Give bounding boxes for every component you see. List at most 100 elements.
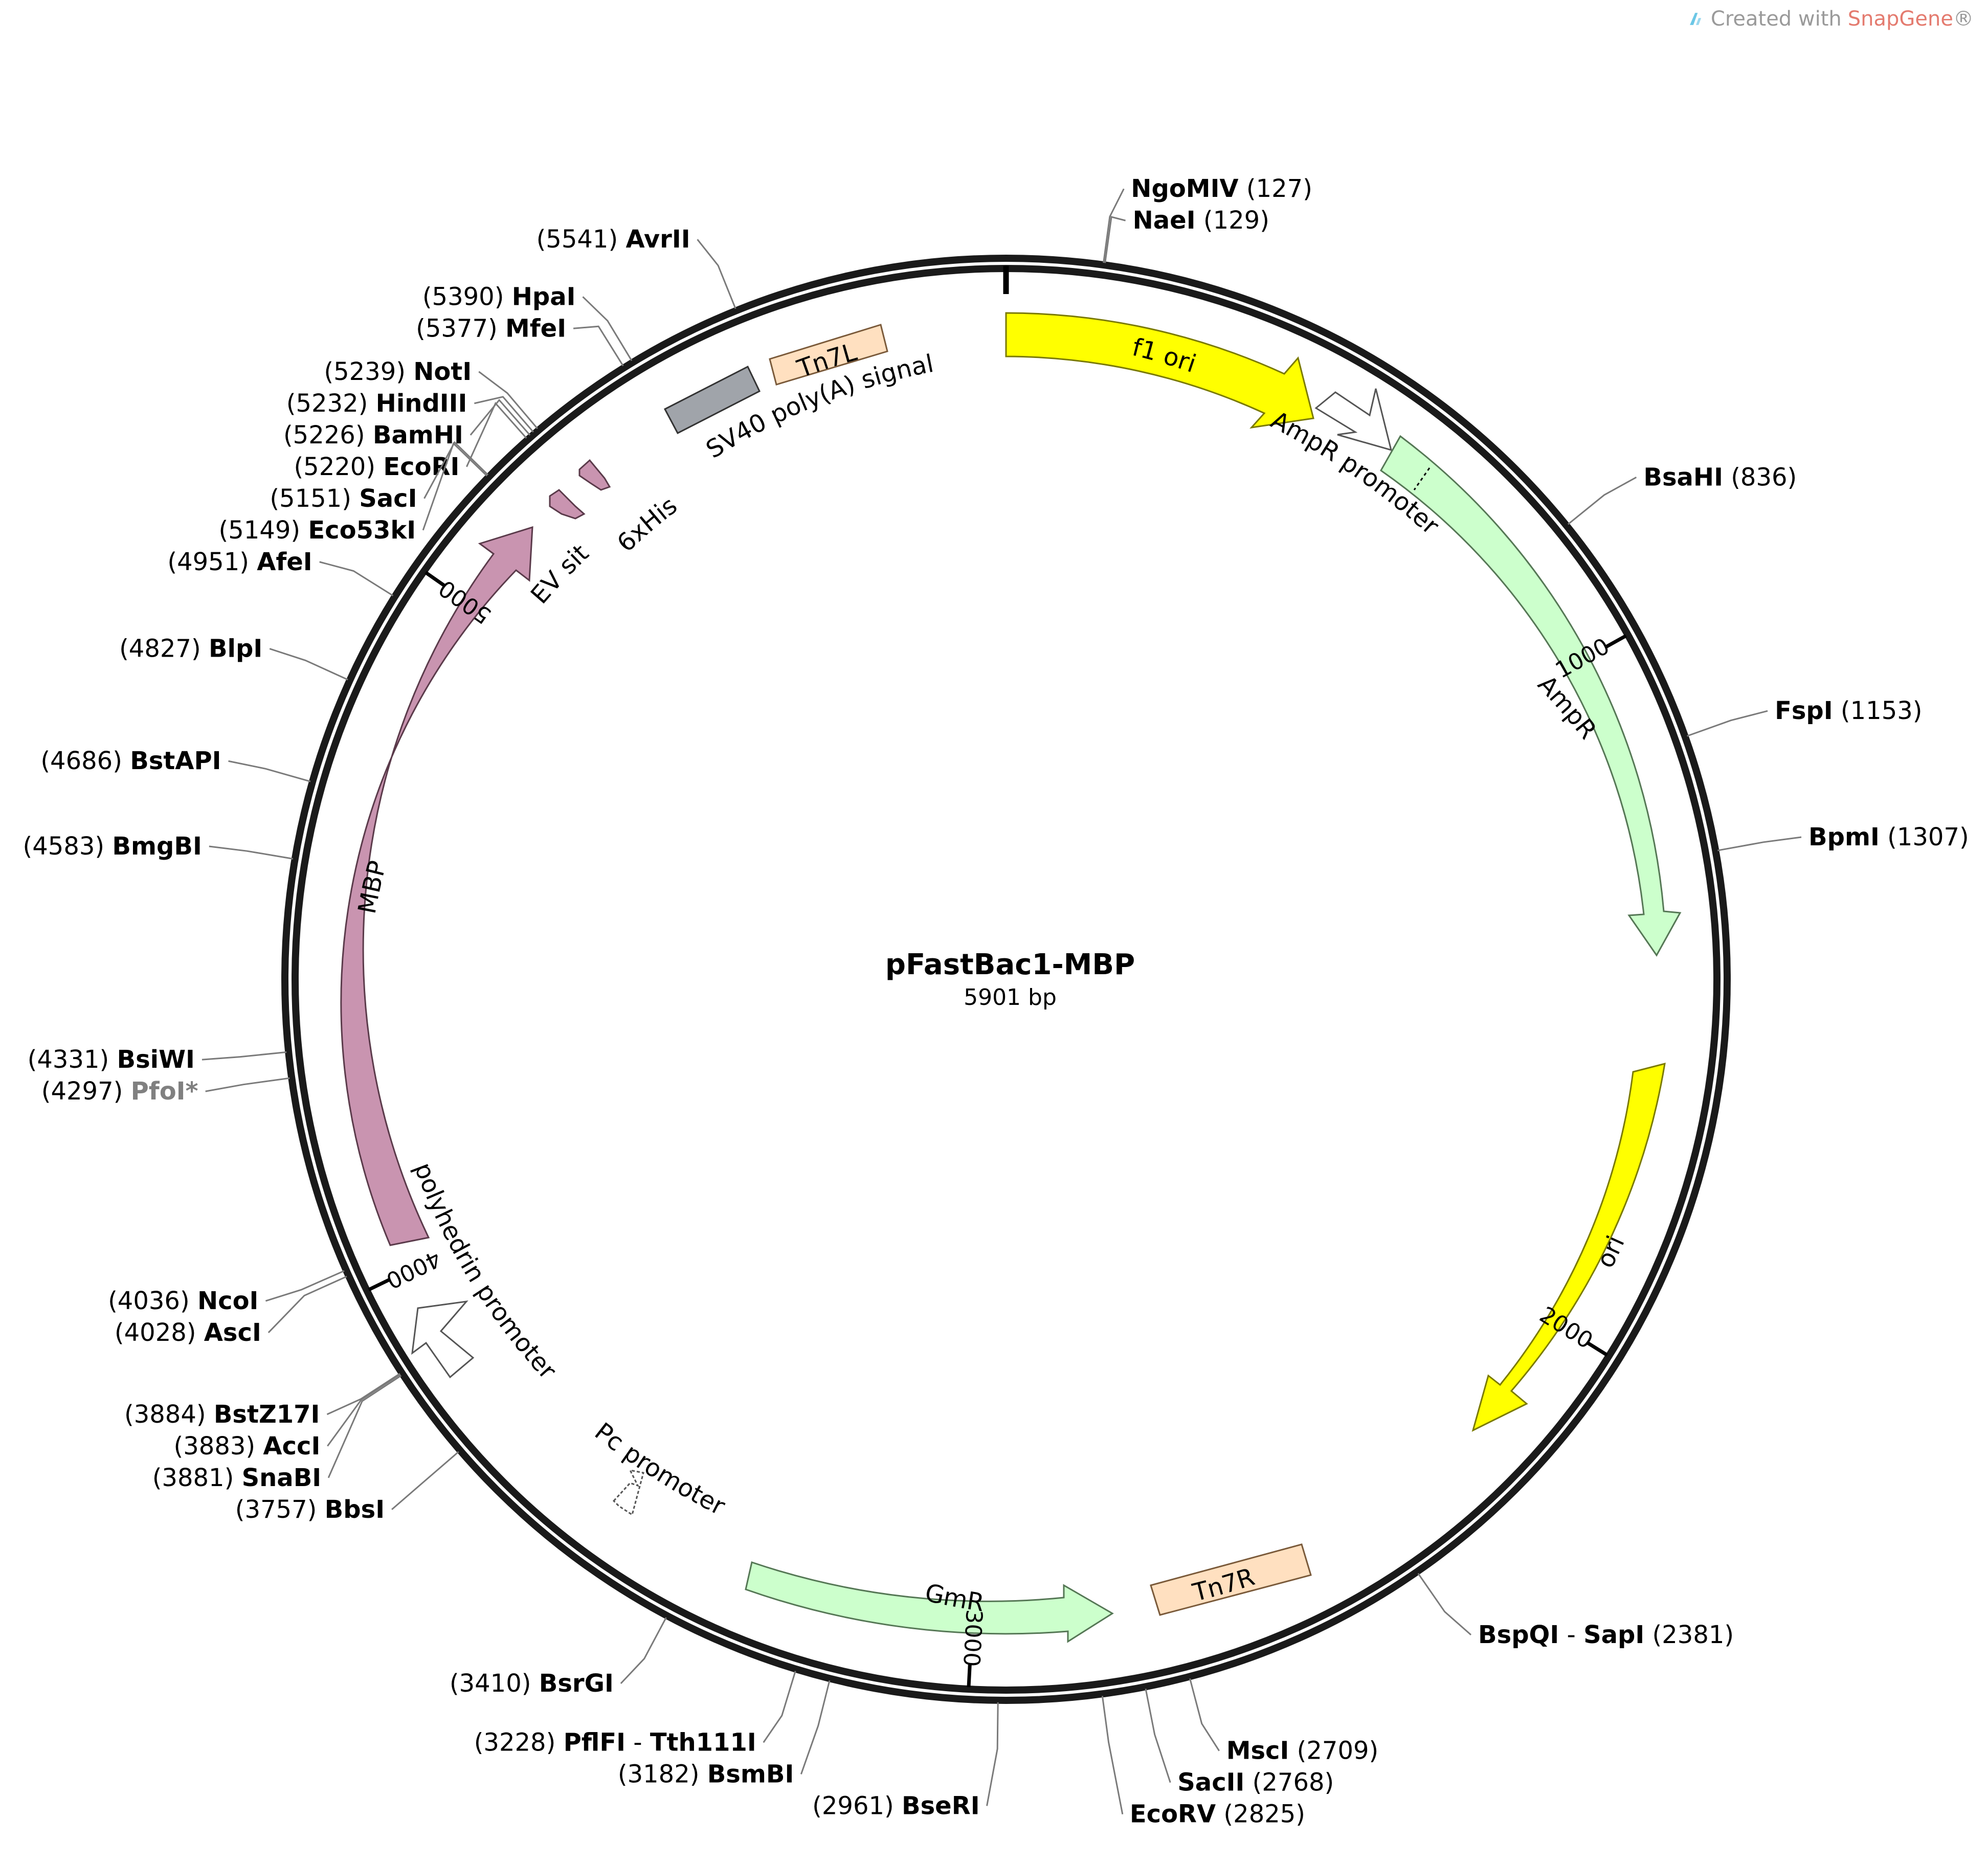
site-leader-bsiwi: [202, 1051, 287, 1061]
site-position: (5149): [218, 516, 300, 545]
site-label-hindiii: (5232) HindIII: [286, 389, 467, 418]
site-label-sacii: SacII (2768): [1177, 1768, 1334, 1797]
site-label-bstapi: (4686) BstAPI: [40, 747, 221, 775]
site-leader-sacii: [1145, 1689, 1171, 1783]
plasmid-size: 5901 bp: [964, 984, 1057, 1010]
site-leader-ecori: [466, 401, 527, 467]
plasmid-name: pFastBac1-MBP: [885, 948, 1135, 981]
feature-mbp: [340, 526, 533, 1246]
site-label-saci: (5151) SacI: [270, 484, 417, 513]
site-name: SacII: [1177, 1768, 1244, 1797]
site-position: (2768): [1253, 1768, 1334, 1797]
site-name: NaeI: [1133, 206, 1196, 235]
feature-sv40-polya: [663, 365, 761, 435]
feature-polyhedrin-promoter: [411, 1300, 475, 1379]
site-name: HpaI: [512, 282, 576, 311]
feature-label-6xhis: 6xHis: [612, 491, 683, 557]
site-name: SacI: [359, 484, 417, 513]
feature-ampr-promoter: [1314, 388, 1393, 452]
site-label-pfoi: (4297) PfoI*: [41, 1077, 198, 1106]
feature-6xhis: [578, 459, 611, 491]
site-name: BsrGI: [539, 1669, 614, 1698]
site-position: (4331): [28, 1045, 109, 1074]
site-leader-bspqi: [1417, 1573, 1472, 1635]
site-label-bseri: (2961) BseRI: [812, 1791, 979, 1820]
site-position: (5377): [416, 314, 498, 343]
site-name: MfeI: [505, 314, 566, 343]
site-name: BstAPI: [130, 747, 221, 775]
site-leader-pflfi: [763, 1671, 796, 1743]
site-position: (3410): [450, 1669, 531, 1698]
site-position: (4028): [115, 1318, 196, 1347]
site-name: AfeI: [257, 548, 312, 576]
site-name-alt: Tth111I: [650, 1728, 756, 1757]
site-leader-snabi: [327, 1375, 402, 1478]
site-name: BstZ17I: [214, 1400, 320, 1429]
site-leader-ngomiv: [1103, 188, 1125, 263]
site-leader-naei: [1104, 216, 1126, 263]
site-label-bamhi: (5226) BamHI: [283, 421, 463, 450]
site-position: (4297): [41, 1077, 123, 1106]
site-leader-bsrgi: [620, 1617, 667, 1685]
site-leader-bstapi: [228, 760, 311, 782]
site-name: BmgBI: [112, 832, 202, 861]
site-name: SnaBI: [242, 1464, 322, 1492]
site-leader-bsahi: [1567, 476, 1637, 525]
feature-ampr: [1380, 435, 1682, 957]
site-label-pflfi: (3228) PflFI - Tth111I: [474, 1728, 756, 1757]
site-label-noti: (5239) NotI: [324, 357, 472, 386]
site-position: (2709): [1297, 1737, 1379, 1765]
site-leader-blpi: [269, 648, 348, 681]
site-position: (3884): [124, 1400, 206, 1429]
site-label-ecorv: EcoRV (2825): [1130, 1800, 1305, 1829]
feature-tev-site: [549, 489, 586, 520]
site-leader-ecorv: [1101, 1696, 1124, 1814]
watermark-prefix: Created with: [1710, 7, 1842, 31]
site-position: (3757): [235, 1495, 317, 1524]
site-label-acci: (3883) AccI: [174, 1432, 321, 1461]
feature-ori: [1471, 1062, 1666, 1432]
site-name: PflFI: [564, 1728, 626, 1757]
site-position: (3883): [174, 1432, 256, 1461]
site-position: (4951): [167, 548, 249, 576]
site-name: HindIII: [376, 389, 467, 418]
site-position: (3228): [474, 1728, 556, 1757]
ampr-promoter-overlap: [1413, 467, 1431, 490]
site-leader-hpai: [582, 296, 633, 361]
site-name: NotI: [413, 357, 472, 386]
tick-mark-2000: [1587, 1341, 1609, 1357]
site-label-eco53ki: (5149) Eco53kI: [218, 516, 416, 545]
site-label-snabi: (3881) SnaBI: [152, 1464, 321, 1492]
site-name: BseRI: [902, 1791, 980, 1820]
site-leader-bsmbi: [800, 1680, 831, 1775]
site-name: BsaHI: [1643, 463, 1723, 491]
site-label-fspi: FspI (1153): [1775, 697, 1922, 725]
restriction-sites-layer: NgoMIV (127)NaeI (129)BsaHI (836)FspI (1…: [23, 174, 1969, 1828]
snapgene-logo-icon: [1689, 13, 1702, 25]
site-name: BsiWI: [117, 1045, 195, 1074]
site-label-avrii: (5541) AvrII: [537, 225, 690, 254]
site-name: BspQI: [1478, 1621, 1559, 1649]
site-leader-mfei: [573, 325, 624, 367]
site-position: (127): [1246, 174, 1312, 203]
site-name: PfoI*: [131, 1077, 198, 1106]
site-label-msci: MscI (2709): [1226, 1737, 1379, 1765]
site-name: BbsI: [325, 1495, 385, 1524]
site-label-bbsi: (3757) BbsI: [235, 1495, 385, 1524]
site-position: (5151): [270, 484, 351, 513]
tick-mark-5000: [425, 571, 445, 587]
site-label-ncoi: (4036) NcoI: [108, 1287, 258, 1315]
site-position: (5226): [283, 421, 365, 450]
site-leader-ncoi: [265, 1270, 345, 1302]
feature-pc-promoter: [612, 1469, 644, 1516]
feature-tn7l: [769, 324, 888, 386]
site-leader-bmgbi: [209, 845, 294, 860]
site-position: (5390): [422, 282, 504, 311]
site-position: (1307): [1887, 823, 1969, 851]
site-label-bsahi: BsaHI (836): [1643, 463, 1797, 491]
site-name: EcoRV: [1130, 1800, 1216, 1829]
site-label-blpi: (4827) BlpI: [119, 635, 262, 663]
tick-mark-3000: [967, 1664, 972, 1688]
